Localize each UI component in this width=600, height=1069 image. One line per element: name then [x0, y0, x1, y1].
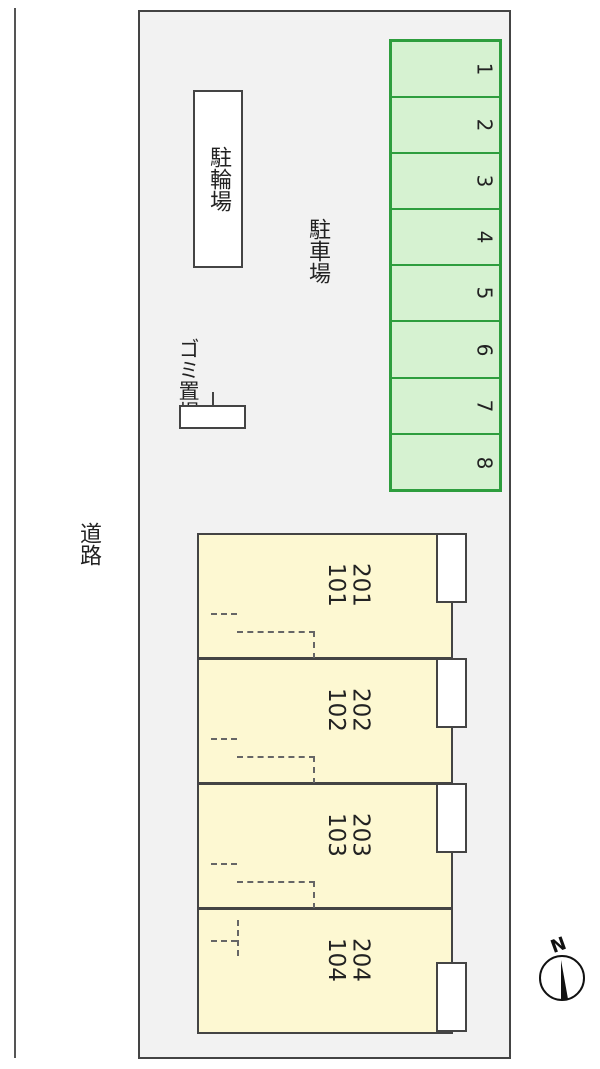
parking-stall: 5	[392, 266, 499, 323]
parking-stall: 3	[392, 154, 499, 211]
parking-stall: 6	[392, 322, 499, 379]
bicycle-parking: 駐輪場	[193, 90, 243, 268]
compass-icon	[539, 955, 585, 1001]
bicycle-parking-label: 駐輪場	[206, 146, 231, 212]
balcony	[436, 783, 467, 853]
parking-stall: 1	[392, 42, 499, 99]
parking-stall: 4	[392, 210, 499, 267]
parking-stall: 2	[392, 98, 499, 155]
road-edge	[14, 8, 16, 1058]
balcony	[436, 533, 467, 603]
balcony	[436, 962, 467, 1032]
garbage-area	[179, 405, 246, 429]
parking-lot-label: 駐車場	[305, 218, 330, 284]
parking-stalls: 1 2 3 4 5 6 7 8	[389, 39, 502, 492]
balcony	[436, 658, 467, 728]
parking-stall: 8	[472, 456, 497, 470]
garbage-leader-line	[212, 392, 214, 416]
road-label: 道路	[76, 522, 101, 566]
parking-stall: 7	[392, 379, 499, 435]
